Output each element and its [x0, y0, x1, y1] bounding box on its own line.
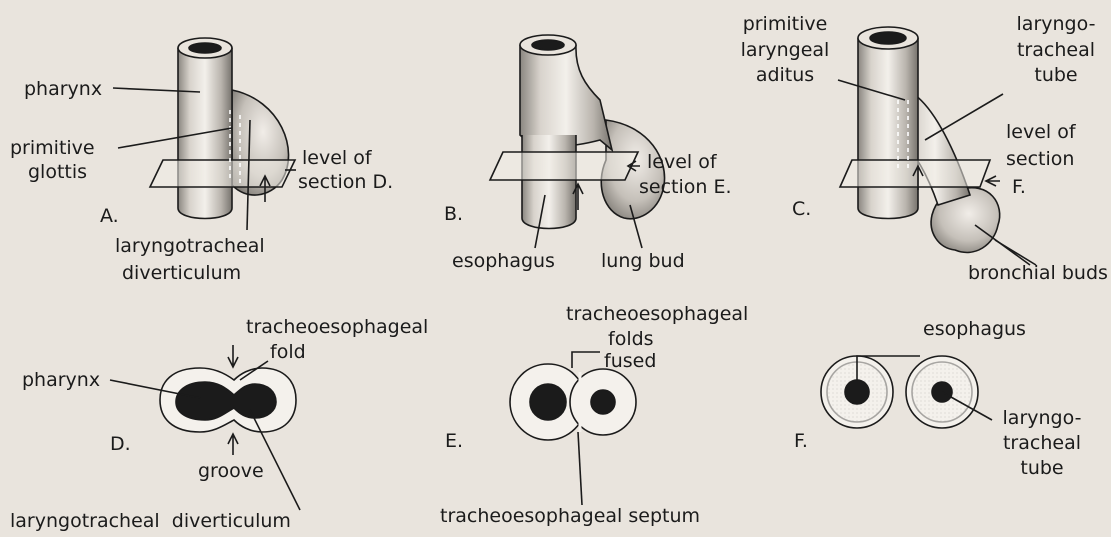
panel-f-drawing — [821, 356, 992, 428]
label-tube-c-1: laryngo- — [1006, 13, 1106, 35]
label-tube-c-2: tracheal — [1006, 39, 1106, 61]
label-letter-c-section: F. — [1012, 176, 1026, 198]
label-septum: tracheoesophageal septum — [440, 505, 700, 527]
section-f-esophagus-lumen — [845, 380, 869, 404]
label-letter-a: A. — [100, 205, 119, 227]
panel-c-drawing — [838, 27, 1036, 265]
label-div-a-1: laryngotracheal — [115, 235, 265, 257]
label-div-a-2: diverticulum — [122, 262, 241, 284]
label-level-b-2: section E. — [639, 176, 732, 198]
label-folds-e-3: fused — [604, 350, 656, 372]
label-glottis-1: primitive — [10, 137, 95, 159]
label-level-b-1: level of — [647, 151, 717, 173]
label-folds-e-1: tracheoesophageal — [566, 303, 748, 325]
section-plane-b — [490, 152, 638, 180]
pharynx-tube-c — [858, 38, 918, 219]
label-esophagus-b: esophagus — [452, 250, 555, 272]
label-level-a-2: section D. — [298, 171, 393, 193]
label-folds-e-2: folds — [608, 328, 654, 350]
label-pharynx-a: pharynx — [24, 78, 102, 100]
label-letter-f: F. — [794, 430, 808, 452]
panel-e-drawing — [510, 352, 636, 505]
label-letter-c: C. — [792, 198, 811, 220]
leader-level-c — [986, 176, 1000, 186]
section-e-lumen-left — [530, 384, 566, 420]
label-aditus-3: aditus — [730, 64, 840, 86]
label-esophagus-f: esophagus — [923, 318, 1026, 340]
label-fold-d-2: fold — [270, 341, 306, 363]
section-plane — [150, 160, 295, 187]
leader-folds — [572, 352, 600, 368]
label-fold-d-1: tracheoesophageal — [246, 316, 428, 338]
panel-a-drawing — [113, 38, 296, 230]
label-letter-d: D. — [110, 433, 131, 455]
leader-tube — [925, 94, 1003, 140]
leader-septum — [578, 432, 582, 505]
label-level-c-1: level of — [1006, 121, 1076, 143]
label-tube-f-2: tracheal — [992, 432, 1092, 454]
pharynx-tube-b — [520, 45, 612, 150]
label-bronchial-buds: bronchial buds — [968, 262, 1108, 284]
panel-b-drawing — [490, 35, 665, 248]
label-tube-f-1: laryngo- — [992, 407, 1092, 429]
label-glottis-2: glottis — [28, 161, 87, 183]
esophagus-tube — [522, 135, 576, 229]
label-letter-e: E. — [445, 430, 463, 452]
label-level-c-2: section — [1006, 148, 1074, 170]
panel-d-drawing — [110, 345, 300, 510]
label-lung-bud: lung bud — [601, 250, 685, 272]
label-tube-c-3: tube — [1006, 64, 1106, 86]
label-aditus-2: laryngeal — [730, 39, 840, 61]
section-e-lumen-right — [591, 390, 615, 414]
label-letter-b: B. — [444, 203, 463, 225]
label-tube-f-3: tube — [992, 457, 1092, 479]
label-level-a-1: level of — [302, 147, 372, 169]
label-diverticulum-d: laryngotracheal diverticulum — [10, 510, 291, 532]
label-aditus-1: primitive — [730, 13, 840, 35]
label-groove: groove — [198, 460, 264, 482]
label-pharynx-d: pharynx — [22, 369, 100, 391]
